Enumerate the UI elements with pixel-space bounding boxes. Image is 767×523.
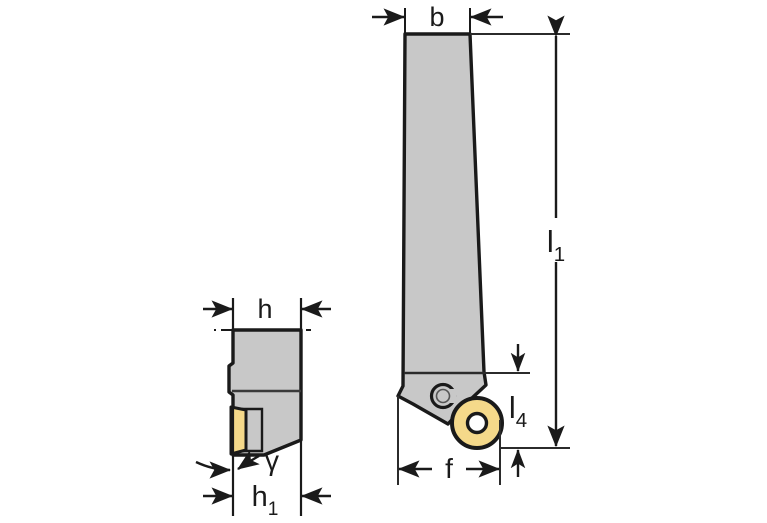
dim-h-label: h [257,294,272,324]
dim-h1-label-subscript: 1 [268,499,279,520]
dim-gamma-leader-left [195,460,232,479]
front-view [396,32,504,450]
dim-h1-label: h1 [252,481,279,520]
dimension-b: b [372,2,503,40]
dim-l1-label: l1 [547,224,565,266]
dim-gamma-label: γ [265,445,279,476]
dim-gamma-leader-right [237,450,260,470]
dimension-h: h [203,294,331,340]
front-view-shank-body [396,32,488,426]
dimension-gamma: γ [195,445,279,479]
dim-l1-label-subscript: 1 [554,243,565,266]
round-insert [450,396,504,450]
dim-b-label: b [429,2,444,32]
clamp-screw-icon [429,382,457,410]
dim-l4-label-subscript: 4 [516,409,527,432]
dimension-l4: l4 [404,344,530,477]
side-view [214,328,320,457]
dim-l1-label-base: l [547,224,554,259]
dim-l4-label-base: l [509,390,516,425]
side-view-insert [229,405,248,456]
dim-l4-label: l4 [509,390,527,432]
dimension-h1: h1 [203,407,331,520]
dim-h1-label-base: h [252,481,268,513]
dim-f-label: f [445,453,453,484]
dimension-f: f [397,396,501,485]
dimension-l1: l1 [470,15,570,449]
